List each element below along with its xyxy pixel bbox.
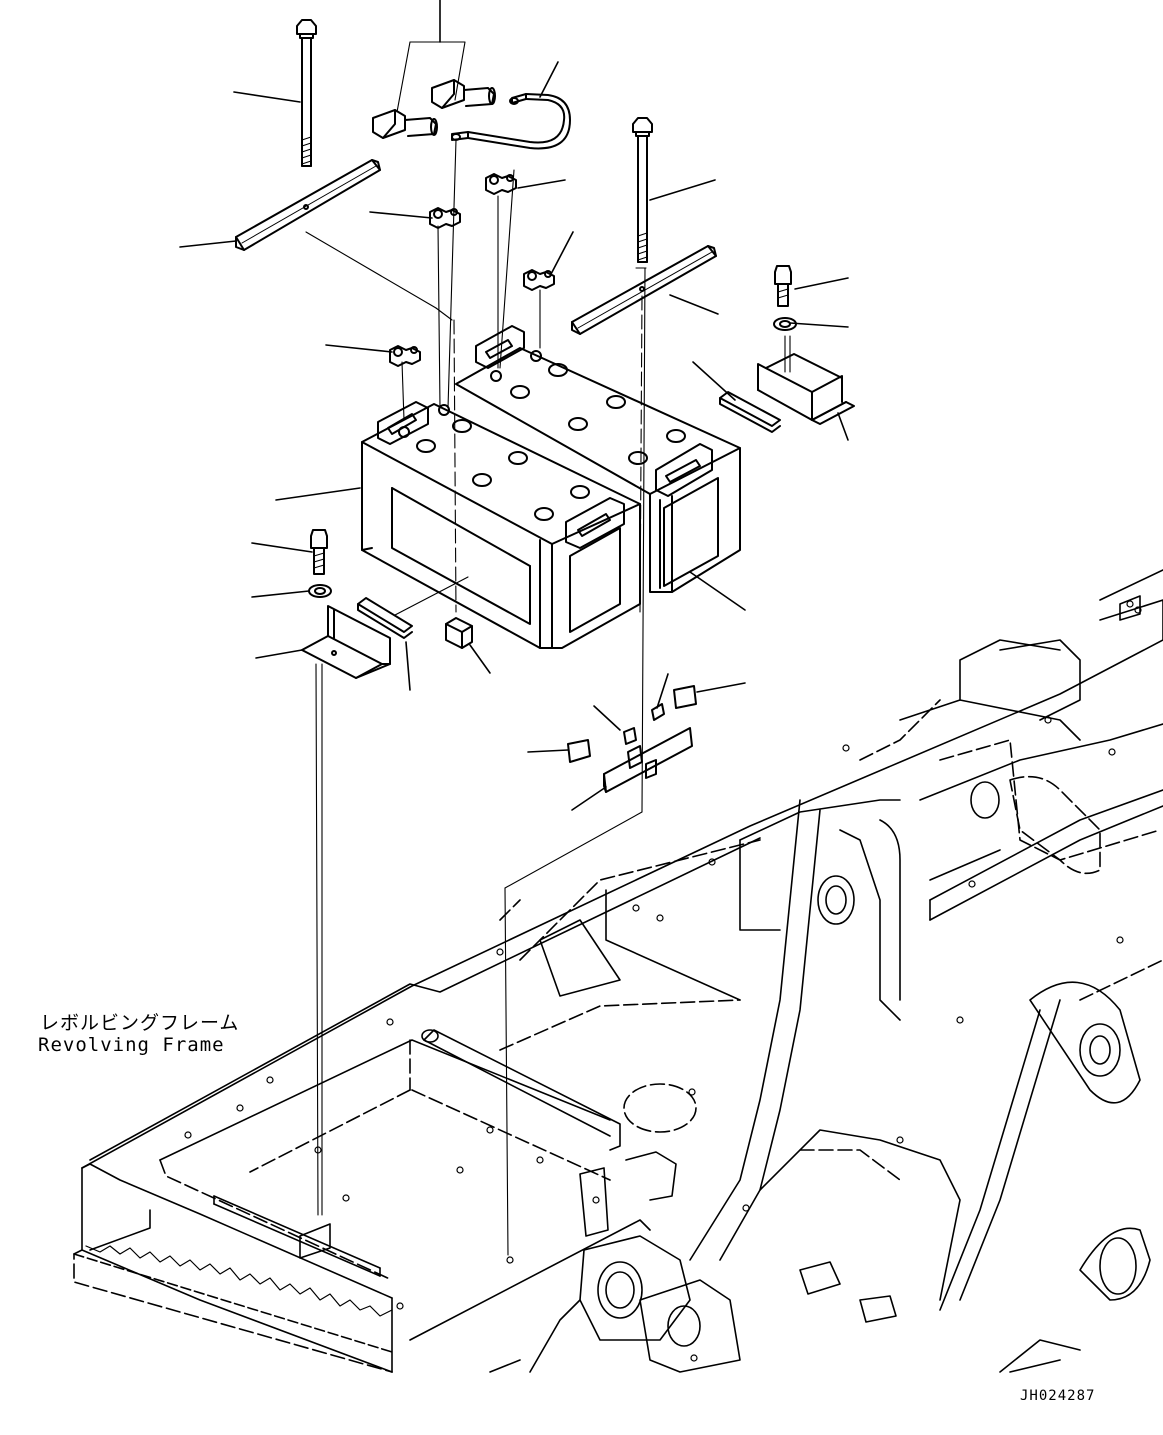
terminal-connector-left [372,109,438,139]
mount-bracket-left [301,605,391,679]
mount-bracket-right [757,353,855,425]
mount-bolt-left [308,529,332,598]
frame-label-english: Revolving Frame [38,1034,225,1056]
tie-rod-bolt-right [632,117,653,263]
hold-down-bar-right [571,245,717,335]
small-spacer-blocks [445,617,697,763]
terminal-connector-right [431,79,496,109]
rubber-pads [357,391,781,639]
connection-lines [305,41,791,1256]
clamp-1 [429,207,461,229]
revolving-frame [73,569,1163,1373]
clamp-4 [389,345,421,367]
battery-rear [455,325,741,593]
leader-lines [179,0,849,811]
clamp-3 [523,269,555,291]
tie-rod-bolt-left [296,19,317,167]
hold-down-bar-left [235,159,381,251]
clamp-2 [485,173,517,195]
mount-bolt-right [773,265,797,331]
battery-support-plate [603,727,693,793]
jumper-cable [451,93,571,150]
frame-label-japanese: レボルビングフレーム [40,1012,240,1034]
battery-front [361,401,641,649]
terminal-clamps [389,173,555,367]
frame-holes [184,600,1142,1362]
drawing-number: JH024287 [1020,1388,1096,1404]
